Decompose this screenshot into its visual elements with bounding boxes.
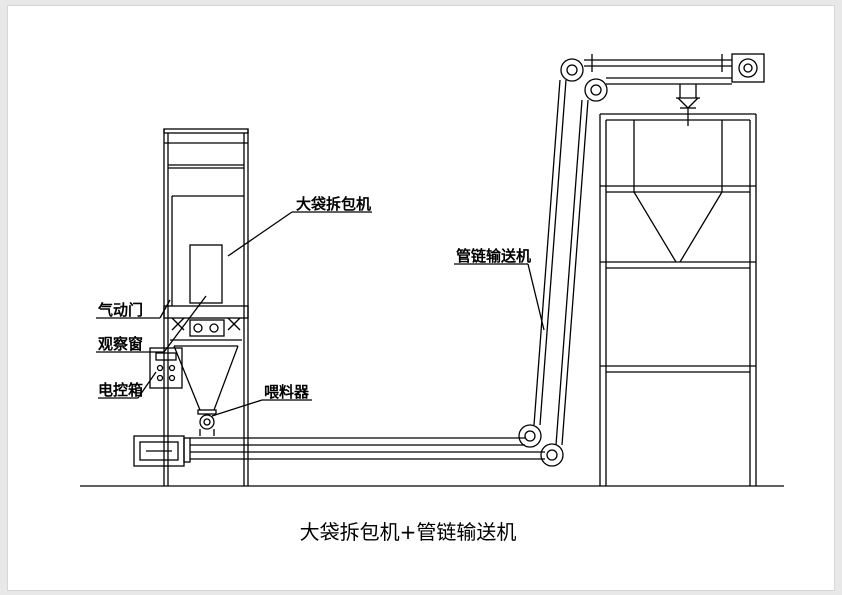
- top-corners: [560, 58, 608, 102]
- silo-structure: [599, 113, 757, 486]
- hopper: [170, 339, 242, 411]
- bottom-corners: [518, 424, 564, 467]
- drawing-sheet: [8, 6, 834, 590]
- label-tube-chain-conveyor: 管链输送机: [456, 247, 531, 265]
- label-viewing-window: 观察窗: [98, 335, 143, 353]
- control-box: [149, 347, 183, 389]
- label-control-box: 电控箱: [98, 381, 143, 399]
- feeder: [197, 409, 217, 436]
- leader-lines: [96, 211, 545, 417]
- label-pneumatic-door: 气动门: [97, 301, 143, 319]
- pneumatic-door: [163, 305, 249, 337]
- drive-unit-upper: [731, 53, 765, 83]
- unloader-frame: [163, 128, 249, 486]
- horizontal-tube-lower: [190, 437, 545, 460]
- drawing-caption: 大袋拆包机+管链输送机: [300, 520, 517, 544]
- inclined-tube: [533, 79, 589, 446]
- drive-unit-lower: [133, 435, 191, 467]
- viewing-window: [189, 244, 223, 304]
- horizontal-tube-upper: [584, 54, 732, 85]
- label-feeder: 喂料器: [264, 383, 310, 401]
- silo-bin: [633, 120, 723, 263]
- label-unpacker: 大袋拆包机: [296, 195, 371, 213]
- discharge-valve: [676, 84, 700, 126]
